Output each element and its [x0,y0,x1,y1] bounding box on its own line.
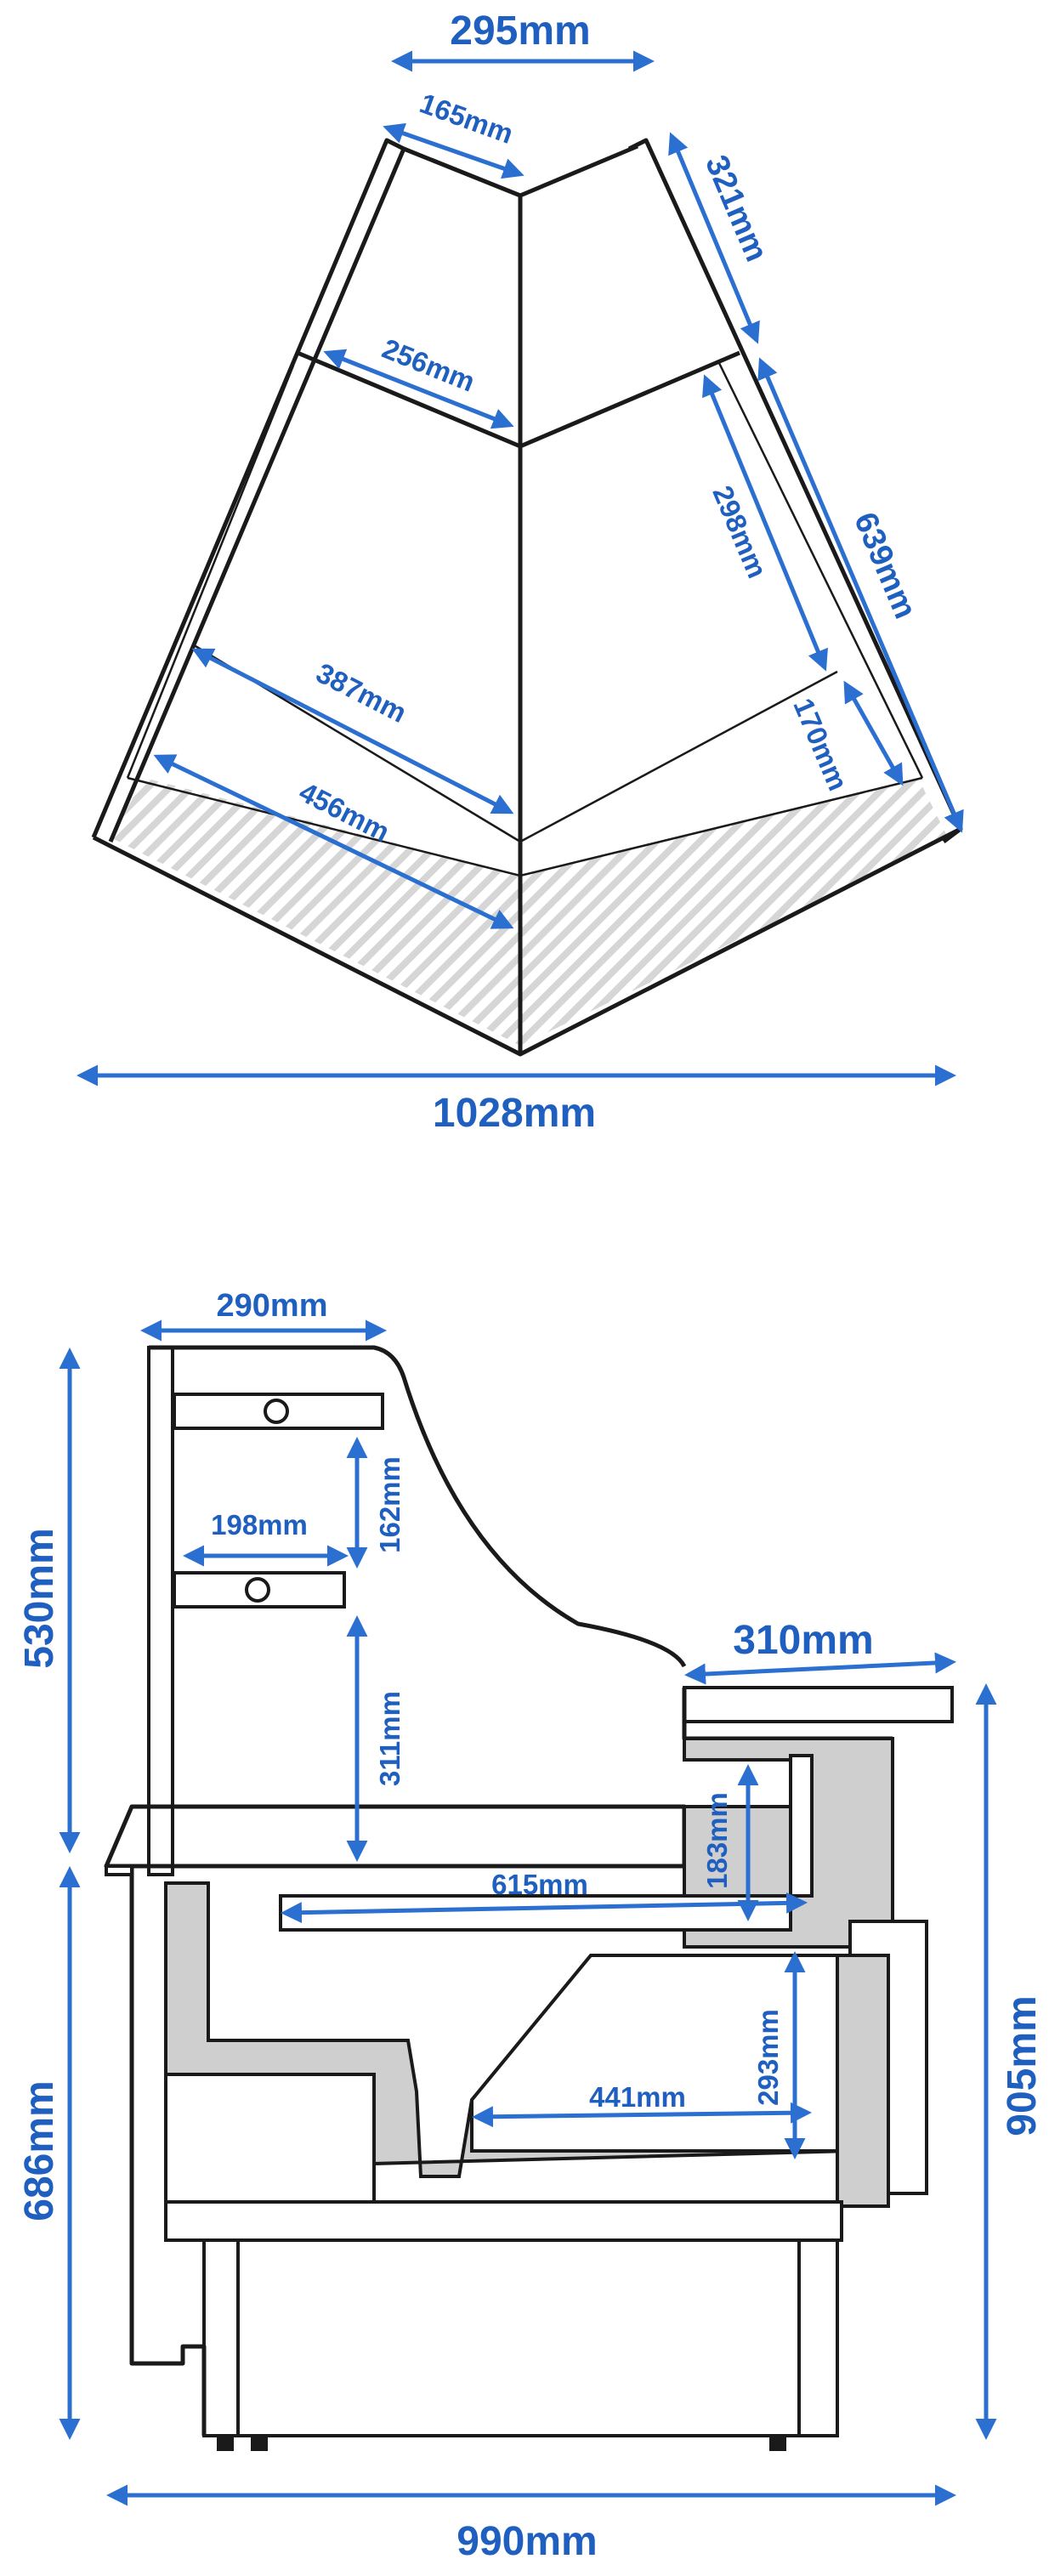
dim-arrow-615 [281,1892,808,1924]
label-165: 165mm [416,87,518,150]
cabinet-body [164,2200,843,2242]
top-mid-line [195,644,838,843]
dim-arrow-310 [684,1652,956,1685]
side-view: 290mm 162mm 198mm 530mm 311mm 310mm 615m… [17,1288,1045,2564]
label-170: 170mm [787,694,854,795]
label-256: 256mm [378,332,479,398]
upper-shelf-knob [264,1399,289,1424]
label-990: 990mm [456,2519,597,2564]
top-inner-left [126,365,295,779]
dim-arrow-456 [153,754,514,929]
dim-arrow-441 [472,2102,812,2128]
canopy [149,1345,687,1668]
label-295: 295mm [450,9,590,54]
label-321: 321mm [698,150,774,267]
label-298: 298mm [706,481,774,582]
left-upright [105,1864,133,1876]
top-outline-right [627,138,963,843]
dim-arrow-639 [757,357,964,833]
lower-shelf-knob [245,1577,270,1603]
counter-top [683,1686,954,1723]
foot-left [217,2436,234,2451]
label-1028: 1028mm [433,1091,596,1136]
label-530: 530mm [17,1528,62,1668]
label-686: 686mm [17,2080,62,2221]
dim-arrow-256 [323,349,514,429]
foot-mid [251,2436,268,2451]
dim-arrow-170 [843,680,904,786]
foot-right [769,2436,786,2451]
label-615: 615mm [491,1869,588,1900]
label-293: 293mm [752,2009,784,2106]
top-hatch-right [520,778,948,1046]
label-905: 905mm [1000,1995,1045,2136]
right-insulation [836,1954,890,2208]
cabinet-front [129,1866,207,2436]
body-outline [104,1804,687,1869]
cabinet-inner [236,2238,801,2437]
cabinet-left-block [164,2073,376,2204]
top-view: 295mm 165mm 321mm 256mm 298mm 639mm 387m… [77,9,964,1136]
top-outline-left [91,138,406,843]
top-hatch-left [111,778,520,1046]
label-290: 290mm [217,1288,328,1324]
label-441: 441mm [589,2081,686,2113]
rear-column [147,1346,174,1876]
dim-arrow-321 [668,132,760,344]
label-183: 183mm [701,1792,733,1889]
label-311: 311mm [374,1691,405,1786]
label-162: 162mm [374,1456,405,1553]
dim-arrow-165 [383,122,524,179]
top-back-right [519,144,638,198]
label-198: 198mm [211,1509,308,1540]
label-310: 310mm [733,1618,873,1663]
